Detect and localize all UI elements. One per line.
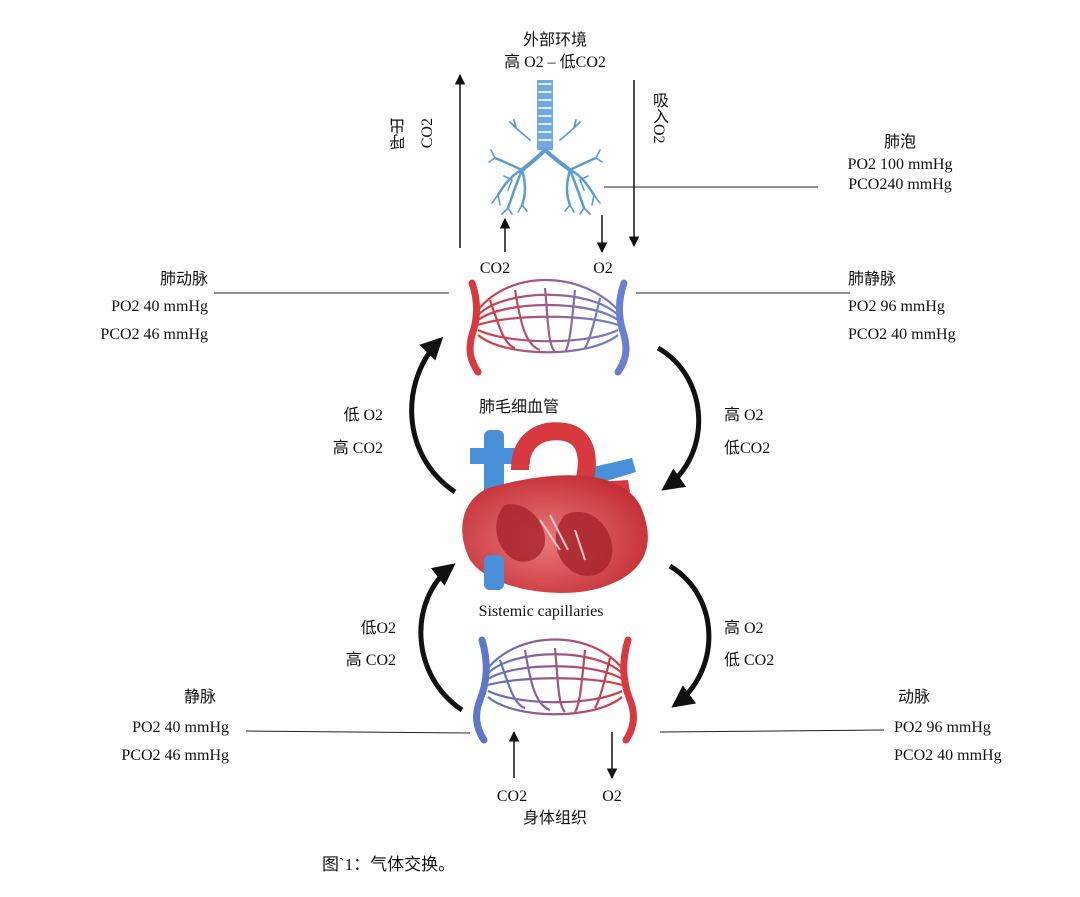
inhale-label: 吸入O2 bbox=[650, 92, 667, 144]
lower-left-circulation-arrow bbox=[418, 563, 464, 713]
systemic-capillaries-label: Sistemic capillaries bbox=[478, 603, 604, 620]
artery-title: 动脉 bbox=[897, 689, 931, 706]
alveoli-po2: PO2 100 mmHg bbox=[847, 156, 953, 173]
pulmonary-artery-po2: PO2 40 mmHg bbox=[111, 298, 208, 315]
environment-subtitle: 高 O2 – 低CO2 bbox=[504, 54, 606, 71]
figure-caption: 图`1：气体交换。 bbox=[322, 855, 456, 874]
upper-right-circulation-arrow bbox=[656, 345, 702, 491]
heart-icon bbox=[462, 422, 648, 593]
upper-right-flow-co2: 低CO2 bbox=[724, 440, 771, 457]
alveoli-pco2: PCO240 mmHg bbox=[848, 176, 952, 193]
upper-left-flow-co2: 高 CO2 bbox=[332, 440, 383, 457]
lung-o2-label: O2 bbox=[593, 260, 613, 277]
lower-right-flow-o2: 高 O2 bbox=[724, 620, 764, 637]
lower-left-flow-o2: 低O2 bbox=[360, 620, 396, 637]
tissue-o2-label: O2 bbox=[602, 788, 622, 805]
artery-leader-line bbox=[659, 729, 885, 733]
pulmonary-artery-title: 肺动脉 bbox=[159, 271, 208, 288]
systemic-capillary-bed bbox=[473, 636, 637, 744]
pulmonary-capillaries-label: 肺毛细血管 bbox=[478, 399, 560, 416]
body-tissue-label: 身体组织 bbox=[522, 810, 588, 827]
lower-left-flow-co2: 高 CO2 bbox=[345, 652, 396, 669]
upper-left-circulation-arrow bbox=[409, 336, 457, 495]
vein-po2: PO2 40 mmHg bbox=[132, 719, 229, 736]
environment-title: 外部环境 bbox=[522, 32, 588, 49]
exhale-co2-label: CO2 bbox=[419, 118, 436, 149]
pulmonary-artery-pco2: PCO2 46 mmHg bbox=[100, 326, 208, 343]
lower-right-circulation-arrow bbox=[668, 563, 712, 708]
pulmonary-vein-pco2: PCO2 40 mmHg bbox=[848, 326, 956, 343]
lower-right-flow-co2: 低 CO2 bbox=[724, 652, 775, 669]
upper-left-flow-o2: 低 O2 bbox=[343, 407, 383, 424]
pulmonary-vein-title: 肺静脉 bbox=[848, 271, 897, 288]
alveoli-title: 肺泡 bbox=[883, 134, 917, 151]
vein-title: 静脉 bbox=[183, 689, 217, 706]
exhale-label: 呼出 bbox=[391, 118, 408, 150]
artery-pco2: PCO2 40 mmHg bbox=[894, 747, 1002, 764]
upper-right-flow-o2: 高 O2 bbox=[724, 407, 764, 424]
vein-pco2: PCO2 46 mmHg bbox=[121, 747, 229, 764]
lungs-icon bbox=[488, 80, 603, 215]
lung-co2-label: CO2 bbox=[479, 260, 511, 277]
pulmonary-capillary-bed bbox=[466, 278, 630, 376]
pulmonary-vein-po2: PO2 96 mmHg bbox=[848, 298, 945, 315]
artery-po2: PO2 96 mmHg bbox=[894, 719, 991, 736]
vein-leader-line bbox=[245, 730, 471, 734]
tissue-co2-label: CO2 bbox=[496, 788, 528, 805]
